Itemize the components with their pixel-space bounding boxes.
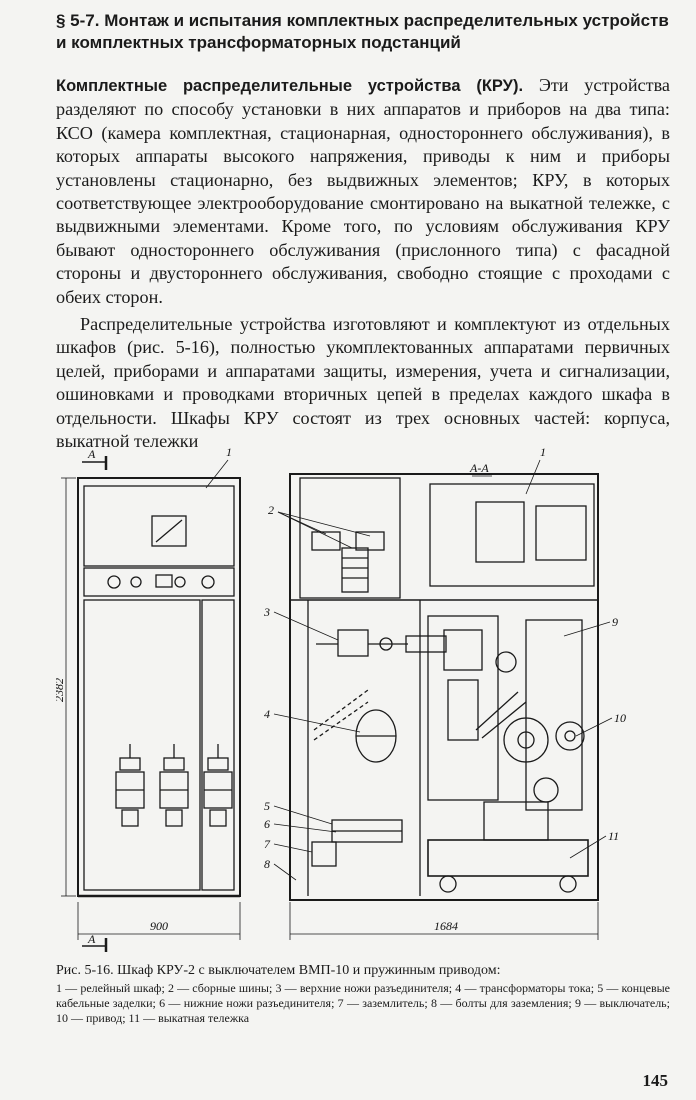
technical-drawing: А А А-А 2382 900 1684 1 1 2 3 4 5 6 7 8 … — [56, 445, 626, 952]
callout-5: 5 — [264, 799, 270, 813]
paragraph-kru-intro: Комплектные распределительные устройства… — [56, 74, 670, 309]
front-door-left — [83, 599, 201, 891]
busbars — [311, 531, 385, 593]
figure-kru-cabinet: А А А-А 2382 900 1684 1 1 2 3 4 5 6 7 8 … — [56, 440, 670, 955]
side-section-frame — [289, 473, 599, 901]
dim-width-front-label: 900 — [150, 919, 168, 933]
circuit-breaker — [427, 615, 583, 811]
section-heading: § 5-7. Монтаж и испытания комплектных ра… — [56, 11, 669, 52]
fuse-assemblies — [115, 744, 233, 827]
section-aa-label: А-А — [469, 461, 489, 475]
callout-4: 4 — [264, 707, 270, 721]
page-number: 145 — [642, 1071, 669, 1090]
caption-title: Рис. 5-16. Шкаф КРУ-2 с выключателем ВМП… — [56, 963, 501, 978]
callout-2: 2 — [268, 503, 274, 517]
meter-window — [151, 515, 187, 547]
figure-caption: Рис. 5-16. Шкаф КРУ-2 с выключателем ВМП… — [56, 962, 670, 1026]
relay-cabinet — [429, 483, 595, 587]
callout-10: 10 — [614, 711, 626, 725]
busbar-compartment — [299, 477, 401, 599]
front-door-right — [201, 599, 235, 891]
upper-disconnector — [316, 629, 447, 657]
callout-3: 3 — [263, 605, 270, 619]
spring-drive — [503, 717, 585, 803]
caption-legend: 1 — релейный шкаф; 2 — сборные шины; 3 —… — [56, 981, 670, 1025]
section-mark-top-label: А — [87, 447, 96, 461]
dim-width-side-label: 1684 — [434, 919, 458, 933]
withdrawable-truck — [427, 801, 589, 893]
runin-heading: Комплектные распределительные устройства… — [56, 77, 524, 95]
dim-height-label: 2382 — [56, 678, 66, 702]
front-view-frame — [77, 477, 241, 897]
callout-7: 7 — [264, 837, 271, 851]
control-panel-strip — [83, 567, 235, 597]
paragraph-kru-intro-text: Эти устройства разделяют по способу уста… — [56, 75, 670, 307]
current-transformer — [311, 689, 403, 867]
callout-9: 9 — [612, 615, 618, 629]
section-mark-bottom-label: А — [87, 932, 96, 946]
callout-1-front: 1 — [226, 445, 232, 459]
paragraph-cabinets: Распределительные устройства изготовляют… — [56, 314, 670, 452]
callout-1-side: 1 — [540, 445, 546, 459]
callout-8: 8 — [264, 857, 270, 871]
callout-11: 11 — [608, 829, 619, 843]
callout-6: 6 — [264, 817, 270, 831]
relay-compartment — [83, 485, 235, 567]
